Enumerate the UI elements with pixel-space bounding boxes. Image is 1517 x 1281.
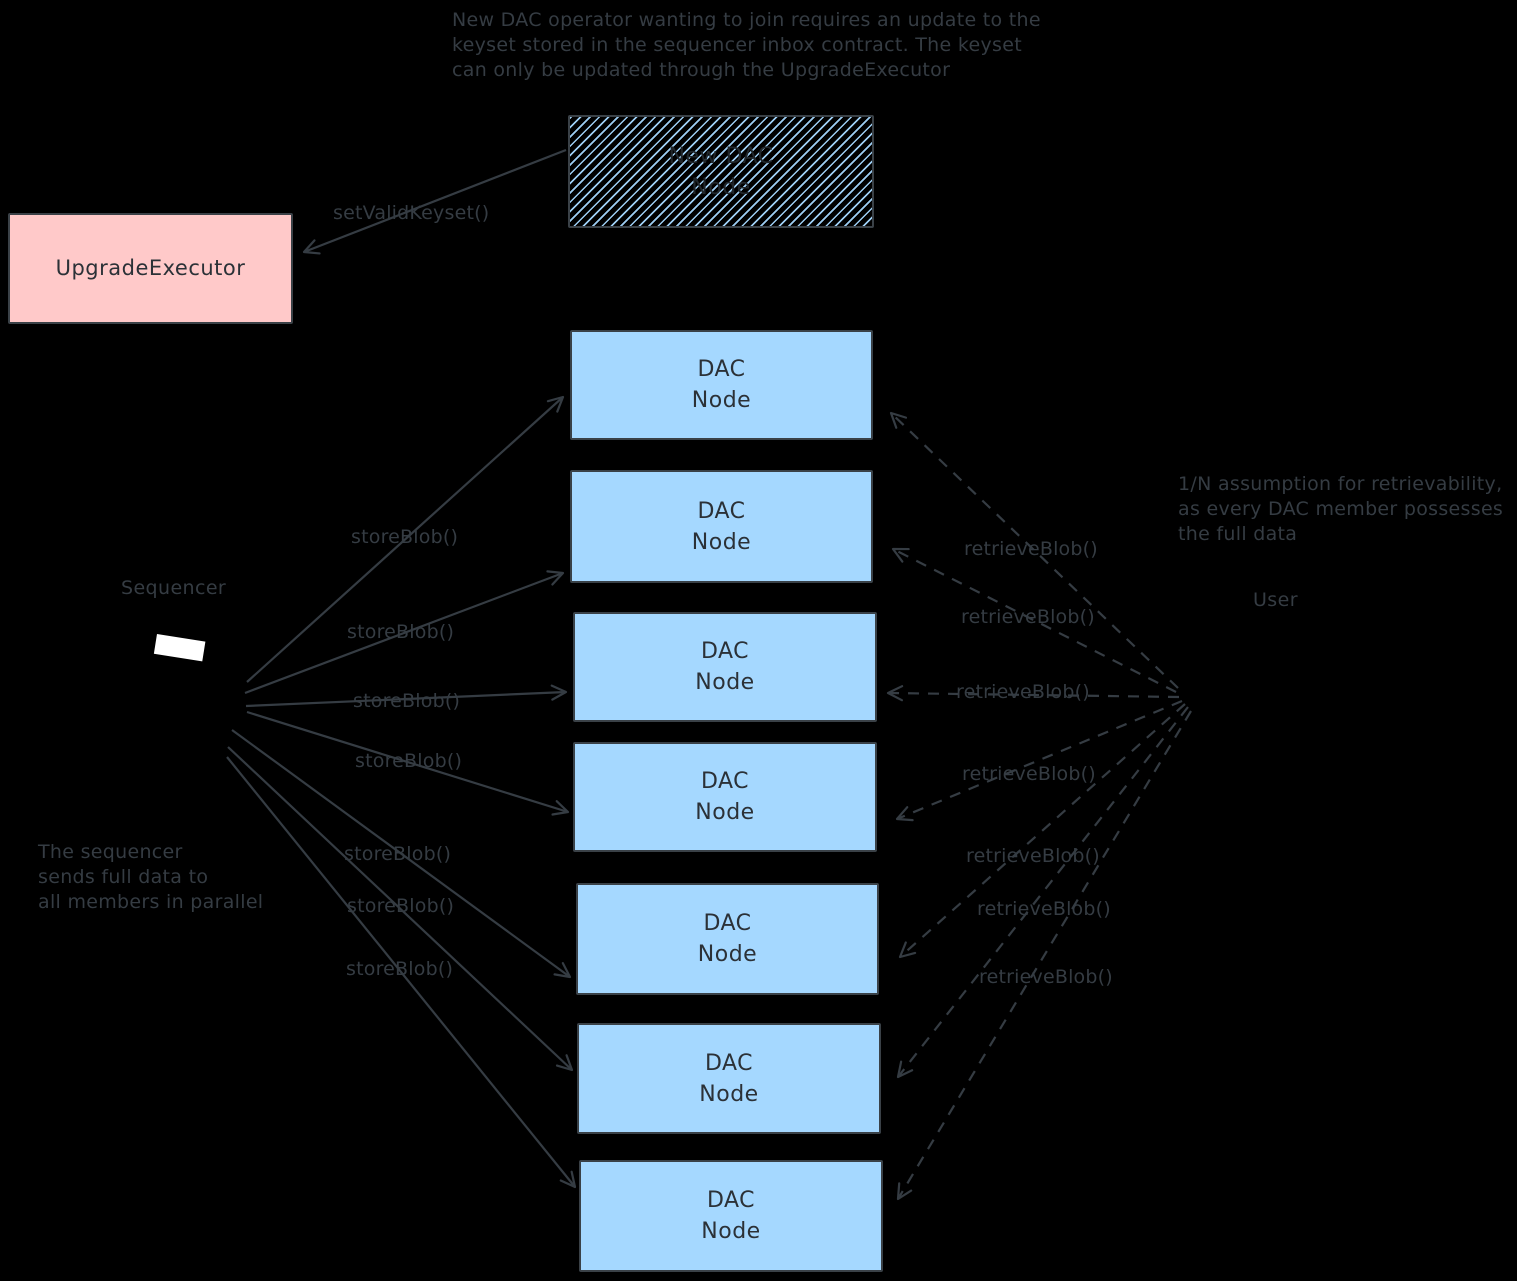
dac-node-box-7: DAC Node (579, 1160, 883, 1272)
retrieve-blob-label-5: retrieveBlob() (966, 845, 1100, 867)
dac-node-box-2: DAC Node (570, 470, 873, 583)
store-blob-label-1: storeBlob() (351, 526, 459, 548)
note-right: 1/N assumption for retrievability, as ev… (1178, 472, 1503, 547)
dac-node-box-5: DAC Node (576, 883, 879, 995)
dac-node-5-label-line1: DAC (703, 911, 752, 936)
note-right-line3: the full data (1178, 523, 1298, 545)
dac-node-6-label-line2: Node (699, 1081, 759, 1107)
retrieve-blob-label-6: retrieveBlob() (977, 898, 1111, 920)
dac-node-2-label-line2: Node (691, 529, 752, 555)
dac-node-7-label-line2: Node (701, 1219, 761, 1244)
retrieve-blob-label-3: retrieveBlob() (956, 681, 1090, 703)
dac-node-4-label-line1: DAC (700, 769, 750, 794)
dac-node-4-label-line2: Node (695, 800, 755, 825)
set-valid-keyset-arrow (302, 148, 567, 255)
new-dac-node-label-line2: Node (691, 174, 751, 200)
note-top-line2: keyset stored in the sequencer inbox con… (452, 34, 1022, 56)
dac-node-1-label-line2: Node (691, 388, 752, 413)
dac-node-box-1: DAC Node (570, 330, 873, 440)
dac-node-3-label-line1: DAC (700, 639, 750, 664)
note-top-line3: can only be updated through the UpgradeE… (452, 59, 951, 81)
retrieve-blob-label-1: retrieveBlob() (964, 538, 1098, 560)
note-left: The sequencer sends full data to all mem… (38, 840, 263, 915)
store-blob-label-6: storeBlob() (347, 895, 455, 917)
note-right-line1: 1/N assumption for retrievability, (1178, 473, 1503, 495)
dac-node-2-label-line1: DAC (697, 498, 746, 524)
new-dac-node-label-line1: New DAC (668, 143, 774, 169)
note-top-line1: New DAC operator wanting to join require… (452, 9, 1041, 31)
dac-node-box-6: DAC Node (577, 1023, 881, 1134)
retrieve-blob-arrow-4 (895, 699, 1183, 822)
store-blob-label-2: storeBlob() (347, 621, 455, 643)
set-valid-keyset-label: setValidKeyset() (333, 202, 490, 224)
retrieve-blob-label-2: retrieveBlob() (961, 606, 1095, 628)
upgrade-executor-box: UpgradeExecutor (8, 213, 293, 324)
note-top: New DAC operator wanting to join require… (452, 8, 1041, 83)
user-label: User (1253, 589, 1298, 611)
dac-node-box-3: DAC Node (573, 612, 877, 722)
upgrade-executor-label: UpgradeExecutor (55, 256, 246, 280)
dac-node-1-label-line1: DAC (697, 357, 746, 382)
note-left-line1: The sequencer (38, 841, 183, 863)
store-blob-label-7: storeBlob() (346, 958, 454, 980)
note-left-line3: all members in parallel (38, 891, 264, 913)
note-left-line2: sends full data to (38, 866, 209, 888)
sequencer-label: Sequencer (121, 577, 227, 599)
dac-node-6-label-line1: DAC (704, 1050, 754, 1076)
dac-node-3-label-line2: Node (695, 670, 755, 695)
store-blob-label-4: storeBlob() (355, 750, 463, 772)
note-right-line2: as every DAC member possesses (1178, 498, 1504, 520)
store-blob-label-3: storeBlob() (353, 690, 461, 712)
sequencer-laptop-icon (153, 634, 206, 662)
dac-node-box-4: DAC Node (573, 742, 877, 852)
dac-node-7-label-line1: DAC (706, 1188, 756, 1213)
store-blob-label-5: storeBlob() (344, 843, 452, 865)
retrieve-blob-label-4: retrieveBlob() (962, 763, 1096, 785)
retrieve-blob-label-7: retrieveBlob() (979, 966, 1113, 988)
dac-node-5-label-line2: Node (697, 942, 758, 967)
new-dac-node-box: New DAC Node (568, 115, 874, 228)
